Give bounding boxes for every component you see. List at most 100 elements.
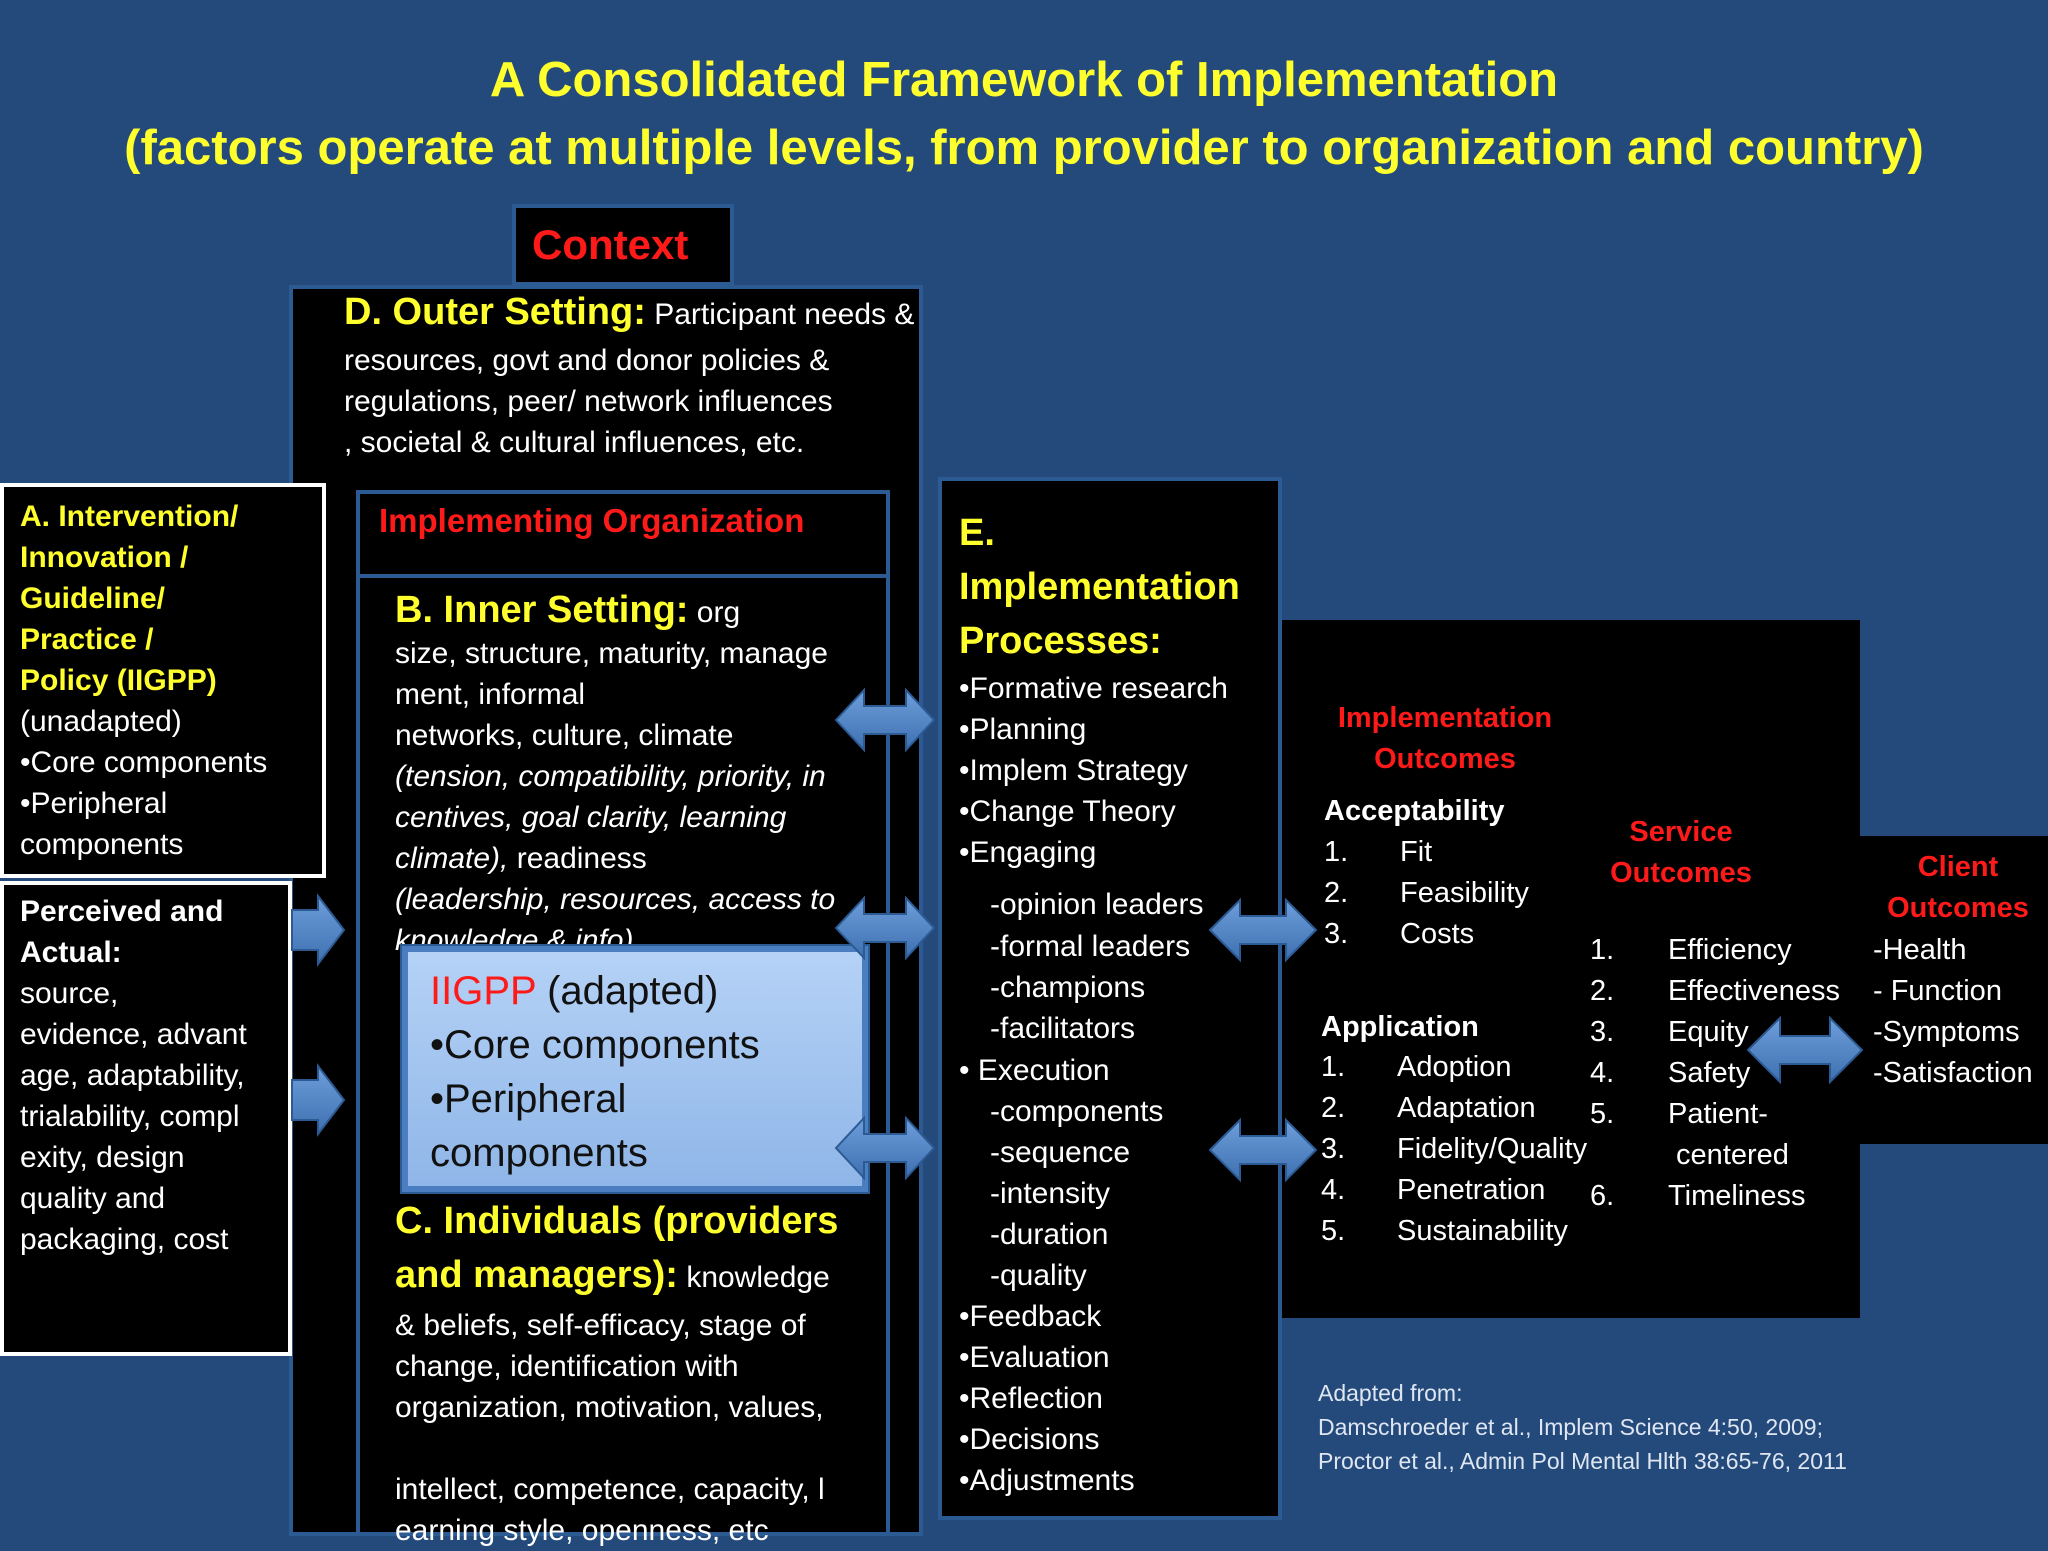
acc-num-1: 2. — [1324, 877, 1349, 909]
service-outcomes-heading: Service Outcomes — [1596, 812, 1766, 894]
execution-sub-4: -quality — [990, 1259, 1087, 1292]
application-heading: Application — [1321, 1011, 1479, 1043]
double-arrow-icon — [834, 687, 936, 753]
inner-italic-0: (tension, compatibility, priority, in — [395, 760, 826, 793]
app-num-1: 2. — [1321, 1092, 1346, 1124]
client-outcomes-panel — [1860, 836, 2048, 1144]
outer-line-1: resources, govt and donor policies & — [344, 344, 830, 377]
individuals-text: C. Individuals (providers and managers):… — [395, 1194, 838, 1551]
client-outcomes-heading-0: Client — [1917, 851, 1999, 883]
app-label-1: Adaptation — [1397, 1092, 1536, 1124]
footer-line-2: Proctor et al., Admin Pol Mental Hlth 38… — [1318, 1448, 1847, 1474]
inner-setting-text: B. Inner Setting: org size, structure, m… — [395, 590, 835, 961]
svc-label-1: Effectiveness — [1668, 975, 1840, 1007]
execution-sub-3: -duration — [990, 1218, 1109, 1251]
execution-item: • Execution — [959, 1054, 1110, 1087]
right-arrow-icon — [291, 1063, 346, 1137]
outer-line-0: Participant needs & — [654, 298, 915, 331]
svc-label-2: Equity — [1668, 1016, 1749, 1048]
double-arrow-icon — [1208, 1117, 1318, 1183]
context-box: Context — [512, 204, 734, 286]
svc-label-5: centered — [1668, 1139, 1789, 1171]
inner-italic-1: centives, goal clarity, learning — [395, 801, 787, 834]
app-num-4: 5. — [1321, 1215, 1346, 1247]
app-label-2: Fidelity/Quality — [1397, 1133, 1588, 1165]
acceptability-heading: Acceptability — [1324, 795, 1505, 827]
process-item-2: •Implem Strategy — [959, 754, 1188, 787]
inner-after-italic: readiness — [516, 842, 647, 875]
acc-num-2: 3. — [1324, 918, 1349, 950]
context-label: Context — [532, 221, 689, 268]
client-outcomes-heading-1: Outcomes — [1887, 892, 2029, 924]
individuals-line-2: organization, motivation, values, — [395, 1391, 824, 1424]
acc-label-2: Costs — [1400, 918, 1475, 950]
service-outcomes-heading-0: Service — [1629, 816, 1733, 848]
intervention-line-2: •Peripheral — [20, 787, 168, 820]
processes-list: •Formative research •Planning •Implem St… — [959, 668, 1228, 873]
svc-label-4: Patient- — [1668, 1098, 1768, 1130]
perceived-heading-0: Perceived and — [20, 895, 224, 928]
client-item-2: -Symptoms — [1873, 1016, 2020, 1048]
engaging-sub-2: -champions — [990, 971, 1146, 1004]
app-label-4: Sustainability — [1397, 1215, 1568, 1247]
inner-italic2-0: (leadership, resources, access to — [395, 883, 836, 916]
process-tail-3: •Decisions — [959, 1423, 1100, 1456]
iigpp-line-2: components — [430, 1131, 648, 1175]
intervention-heading-0: A. Intervention/ — [20, 500, 239, 533]
outer-line-3: , societal & cultural influences, etc. — [344, 426, 805, 459]
execution-sub-0: -components — [990, 1095, 1164, 1128]
title-line-2: (factors operate at multiple levels, fro… — [124, 121, 1924, 175]
individuals-line-1: change, identification with — [395, 1350, 739, 1383]
iigpp-red: IIGPP — [430, 969, 536, 1013]
individuals-heading-0: C. Individuals (providers — [395, 1200, 839, 1242]
process-tail-1: •Evaluation — [959, 1341, 1110, 1374]
inner-first: org — [696, 596, 741, 629]
inner-line-1: ment, informal — [395, 678, 586, 711]
client-item-0: -Health — [1873, 934, 1967, 966]
impl-outcomes-heading-1: Outcomes — [1374, 743, 1516, 775]
iigpp-line-1: •Peripheral — [430, 1077, 627, 1121]
intervention-heading-2: Guideline/ — [20, 582, 166, 615]
inner-line-0: size, structure, maturity, manage — [395, 637, 828, 670]
footer-line-1: Damschroeder et al., Implem Science 4:50… — [1318, 1414, 1823, 1440]
double-arrow-icon — [834, 1115, 936, 1181]
acc-label-1: Feasibility — [1400, 877, 1529, 909]
execution-sub-list: -components -sequence -intensity -durati… — [990, 1091, 1163, 1296]
outcomes-panel — [1282, 620, 1860, 1318]
perceived-box — [0, 881, 292, 1356]
svc-num-1: 2. — [1590, 975, 1615, 1007]
intervention-line-0: (unadapted) — [20, 705, 182, 738]
impl-outcomes-heading-0: Implementation — [1337, 702, 1553, 734]
inner-setting-heading: B. Inner Setting: — [395, 589, 689, 631]
perceived-heading-1: Actual: — [20, 936, 122, 969]
process-item-3: •Change Theory — [959, 795, 1176, 828]
client-outcomes-heading: Client Outcomes — [1872, 847, 2044, 929]
svc-label-6: Timeliness — [1668, 1180, 1806, 1212]
double-arrow-icon — [834, 895, 936, 961]
client-item-1: - Function — [1873, 975, 2002, 1007]
acc-num-0: 1. — [1324, 836, 1349, 868]
outer-setting-text: D. Outer Setting: Participant needs & — [344, 292, 914, 335]
inner-italic-2: climate), — [395, 842, 509, 875]
individuals-heading-1: and managers): — [395, 1254, 678, 1296]
implementation-outcomes-heading: Implementation Outcomes — [1320, 698, 1570, 780]
org-divider — [356, 574, 890, 578]
citation-footer: Adapted from: Damschroeder et al., Imple… — [1318, 1376, 1847, 1478]
svc-num-4: 5. — [1590, 1098, 1615, 1130]
double-arrow-icon — [1208, 897, 1318, 963]
intervention-line-3: components — [20, 828, 184, 861]
perceived-line-6: packaging, cost — [20, 1223, 229, 1256]
engaging-sub-0: -opinion leaders — [990, 888, 1204, 921]
individuals-line-4: intellect, competence, capacity, l — [395, 1473, 825, 1506]
intervention-heading-1: Innovation / — [20, 541, 189, 574]
service-outcomes-heading-1: Outcomes — [1610, 857, 1752, 889]
intervention-line-1: •Core components — [20, 746, 268, 779]
acc-label-0: Fit — [1400, 836, 1433, 868]
client-item-3: -Satisfaction — [1873, 1057, 2033, 1089]
acceptability-list: 1. Fit 2. Feasibility 3. Costs — [1324, 832, 1529, 955]
iigpp-adapted-box: IIGPP (adapted) •Core components •Periph… — [402, 946, 868, 1192]
perceived-line-1: evidence, advant — [20, 1018, 247, 1051]
process-item-1: •Planning — [959, 713, 1087, 746]
intervention-heading-3: Practice / — [20, 623, 154, 656]
processes-tail-list: •Feedback •Evaluation •Reflection •Decis… — [959, 1296, 1135, 1501]
